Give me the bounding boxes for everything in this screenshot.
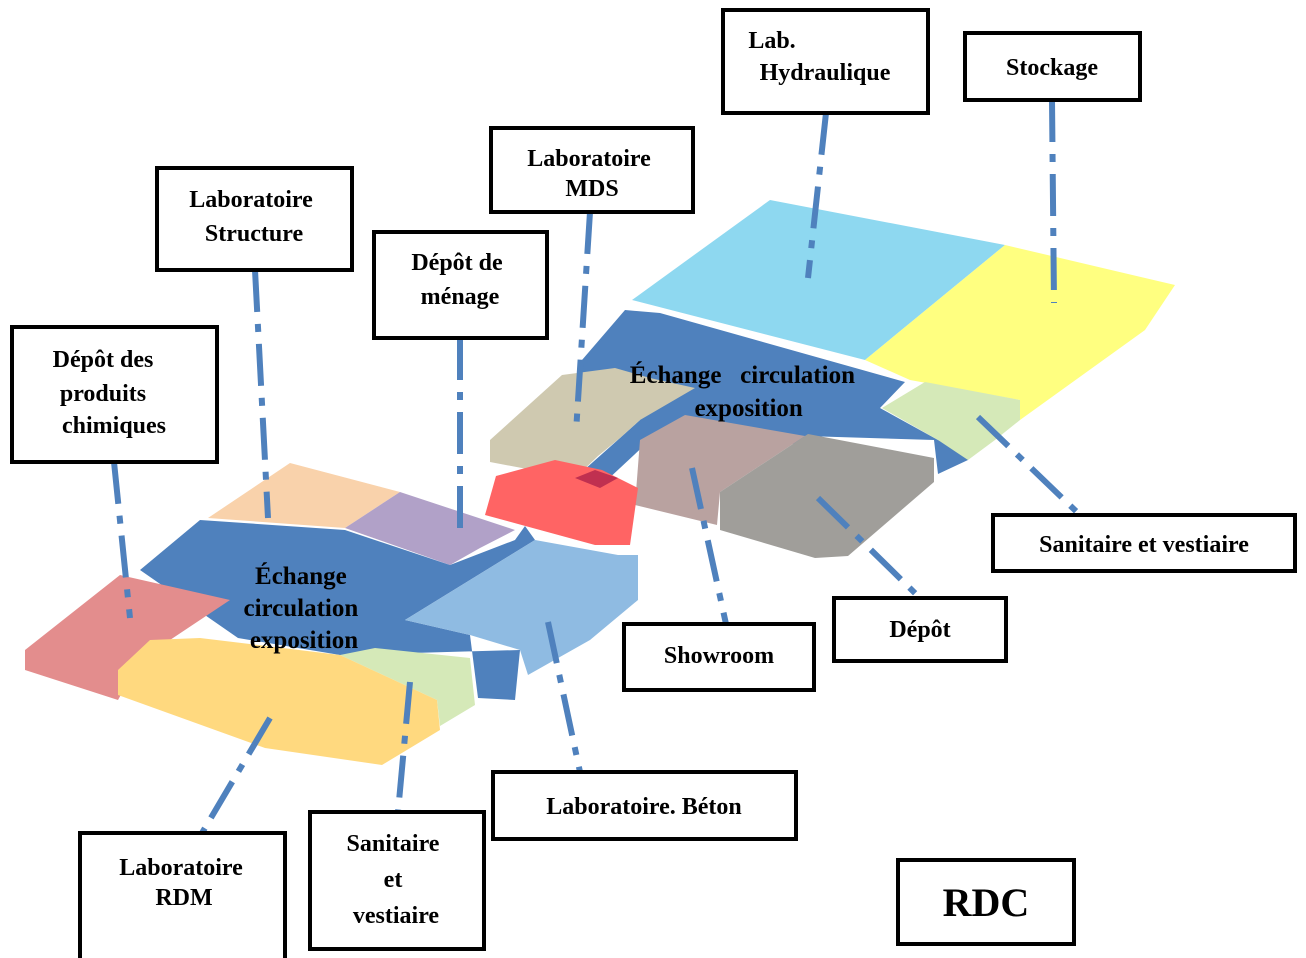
title-box: RDC — [896, 858, 1076, 946]
leader-stockage — [1049, 99, 1057, 304]
label-lab-beton: Laboratoire. Béton — [491, 770, 798, 841]
svg-text:Laboratoire MDS: Laboratoire MDS — [527, 146, 657, 202]
zone-circulation-right — [575, 310, 968, 482]
zone-circulation-left — [140, 520, 535, 700]
zone-showroom — [635, 415, 805, 525]
label-depot-menage: Dépôt de ménage — [372, 230, 549, 340]
leader-depot — [815, 495, 923, 601]
leader-lines — [111, 99, 1083, 835]
svg-text:Dépôt: Dépôt — [889, 617, 950, 643]
label-depot-produits: Dépôt des produits chimiques — [10, 325, 219, 464]
label-lab-structure: Laboratoire Structure — [155, 166, 354, 272]
leader-sanitaire-right — [975, 414, 1083, 518]
circulation-right-label: Échange circulation exposition — [630, 361, 886, 422]
svg-text:Sanitaire et vestiaire: Sanitaire et vestiaire — [1039, 532, 1249, 558]
zone-stockage — [865, 245, 1175, 420]
leader-lab-structure — [252, 269, 271, 519]
leader-lab-hydraulique — [805, 112, 829, 279]
zone-lab-rdm — [118, 638, 440, 765]
zone-lab-mds — [490, 368, 695, 478]
leader-lab-rdm — [199, 716, 273, 835]
zone-lab-hydraulique — [632, 200, 1005, 360]
svg-text:Stockage: Stockage — [1006, 55, 1098, 81]
svg-text:Dépôt de ménage: Dépôt de ménage — [411, 250, 508, 310]
leader-showroom — [689, 467, 729, 625]
zone-sanitaire-right — [882, 382, 1020, 460]
label-lab-rdm: Laboratoire RDM — [78, 831, 287, 958]
svg-text:Laboratoire RDM: Laboratoire RDM — [119, 855, 249, 911]
svg-text:Dépôt des produits: Dépôt des produits chimiques — [53, 347, 166, 439]
zone-depot-menage — [345, 492, 515, 565]
leader-sanitaire-left — [395, 681, 413, 813]
svg-text:Lab. Hydraulique: Lab. Hydraulique — [748, 28, 890, 86]
leader-depot-produits — [111, 461, 133, 619]
label-lab-hydraulique: Lab. Hydraulique — [721, 8, 930, 115]
zone-sanitaire-left — [340, 648, 475, 726]
page-title: RDC — [943, 880, 1030, 925]
right-building-block — [485, 200, 1175, 558]
leader-lab-beton — [545, 621, 583, 773]
label-stockage: Stockage — [963, 31, 1142, 102]
svg-text:Showroom: Showroom — [664, 643, 774, 669]
label-sanitaire-right: Sanitaire et vestiaire — [991, 513, 1297, 573]
label-depot: Dépôt — [832, 596, 1008, 663]
leader-lab-mds — [573, 211, 593, 433]
circulation-left-label: Échange circulation exposition — [243, 562, 364, 654]
svg-text:Laboratoire. Béton: Laboratoire. Béton — [546, 794, 742, 820]
label-lab-mds: Laboratoire MDS — [489, 126, 695, 214]
zone-red-overlap — [575, 470, 618, 488]
label-sanitaire-left: Sanitaire et vestiaire — [308, 810, 486, 951]
zone-depot-produits — [25, 575, 230, 700]
svg-text:Laboratoire Structure: Laboratoire Structure — [189, 187, 319, 247]
zone-lab-structure — [208, 463, 400, 528]
zone-lab-beton — [405, 540, 638, 675]
left-building-block — [25, 463, 638, 765]
zone-depot — [720, 434, 934, 558]
svg-text:Sanitaire et vesti: Sanitaire et vestiaire — [347, 831, 446, 929]
label-showroom: Showroom — [622, 622, 816, 692]
